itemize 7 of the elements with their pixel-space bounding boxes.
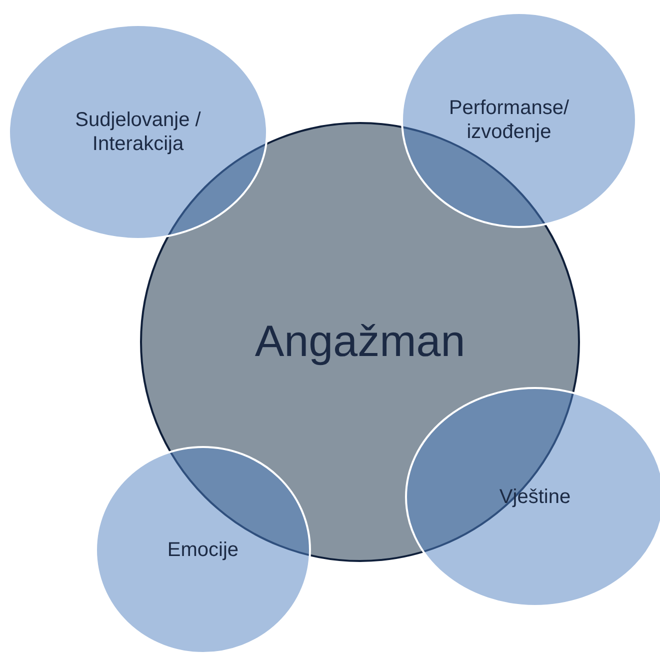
small-circle: [8, 24, 268, 240]
small-circle: [95, 446, 311, 654]
circle-label: Angažman: [254, 316, 466, 368]
circle-label: Emocije: [167, 538, 239, 562]
circle-label: Performanse/ izvođenje: [448, 96, 570, 144]
small-circle: [401, 12, 637, 228]
circle-label: Sudjelovanje / Interakcija: [74, 108, 202, 156]
